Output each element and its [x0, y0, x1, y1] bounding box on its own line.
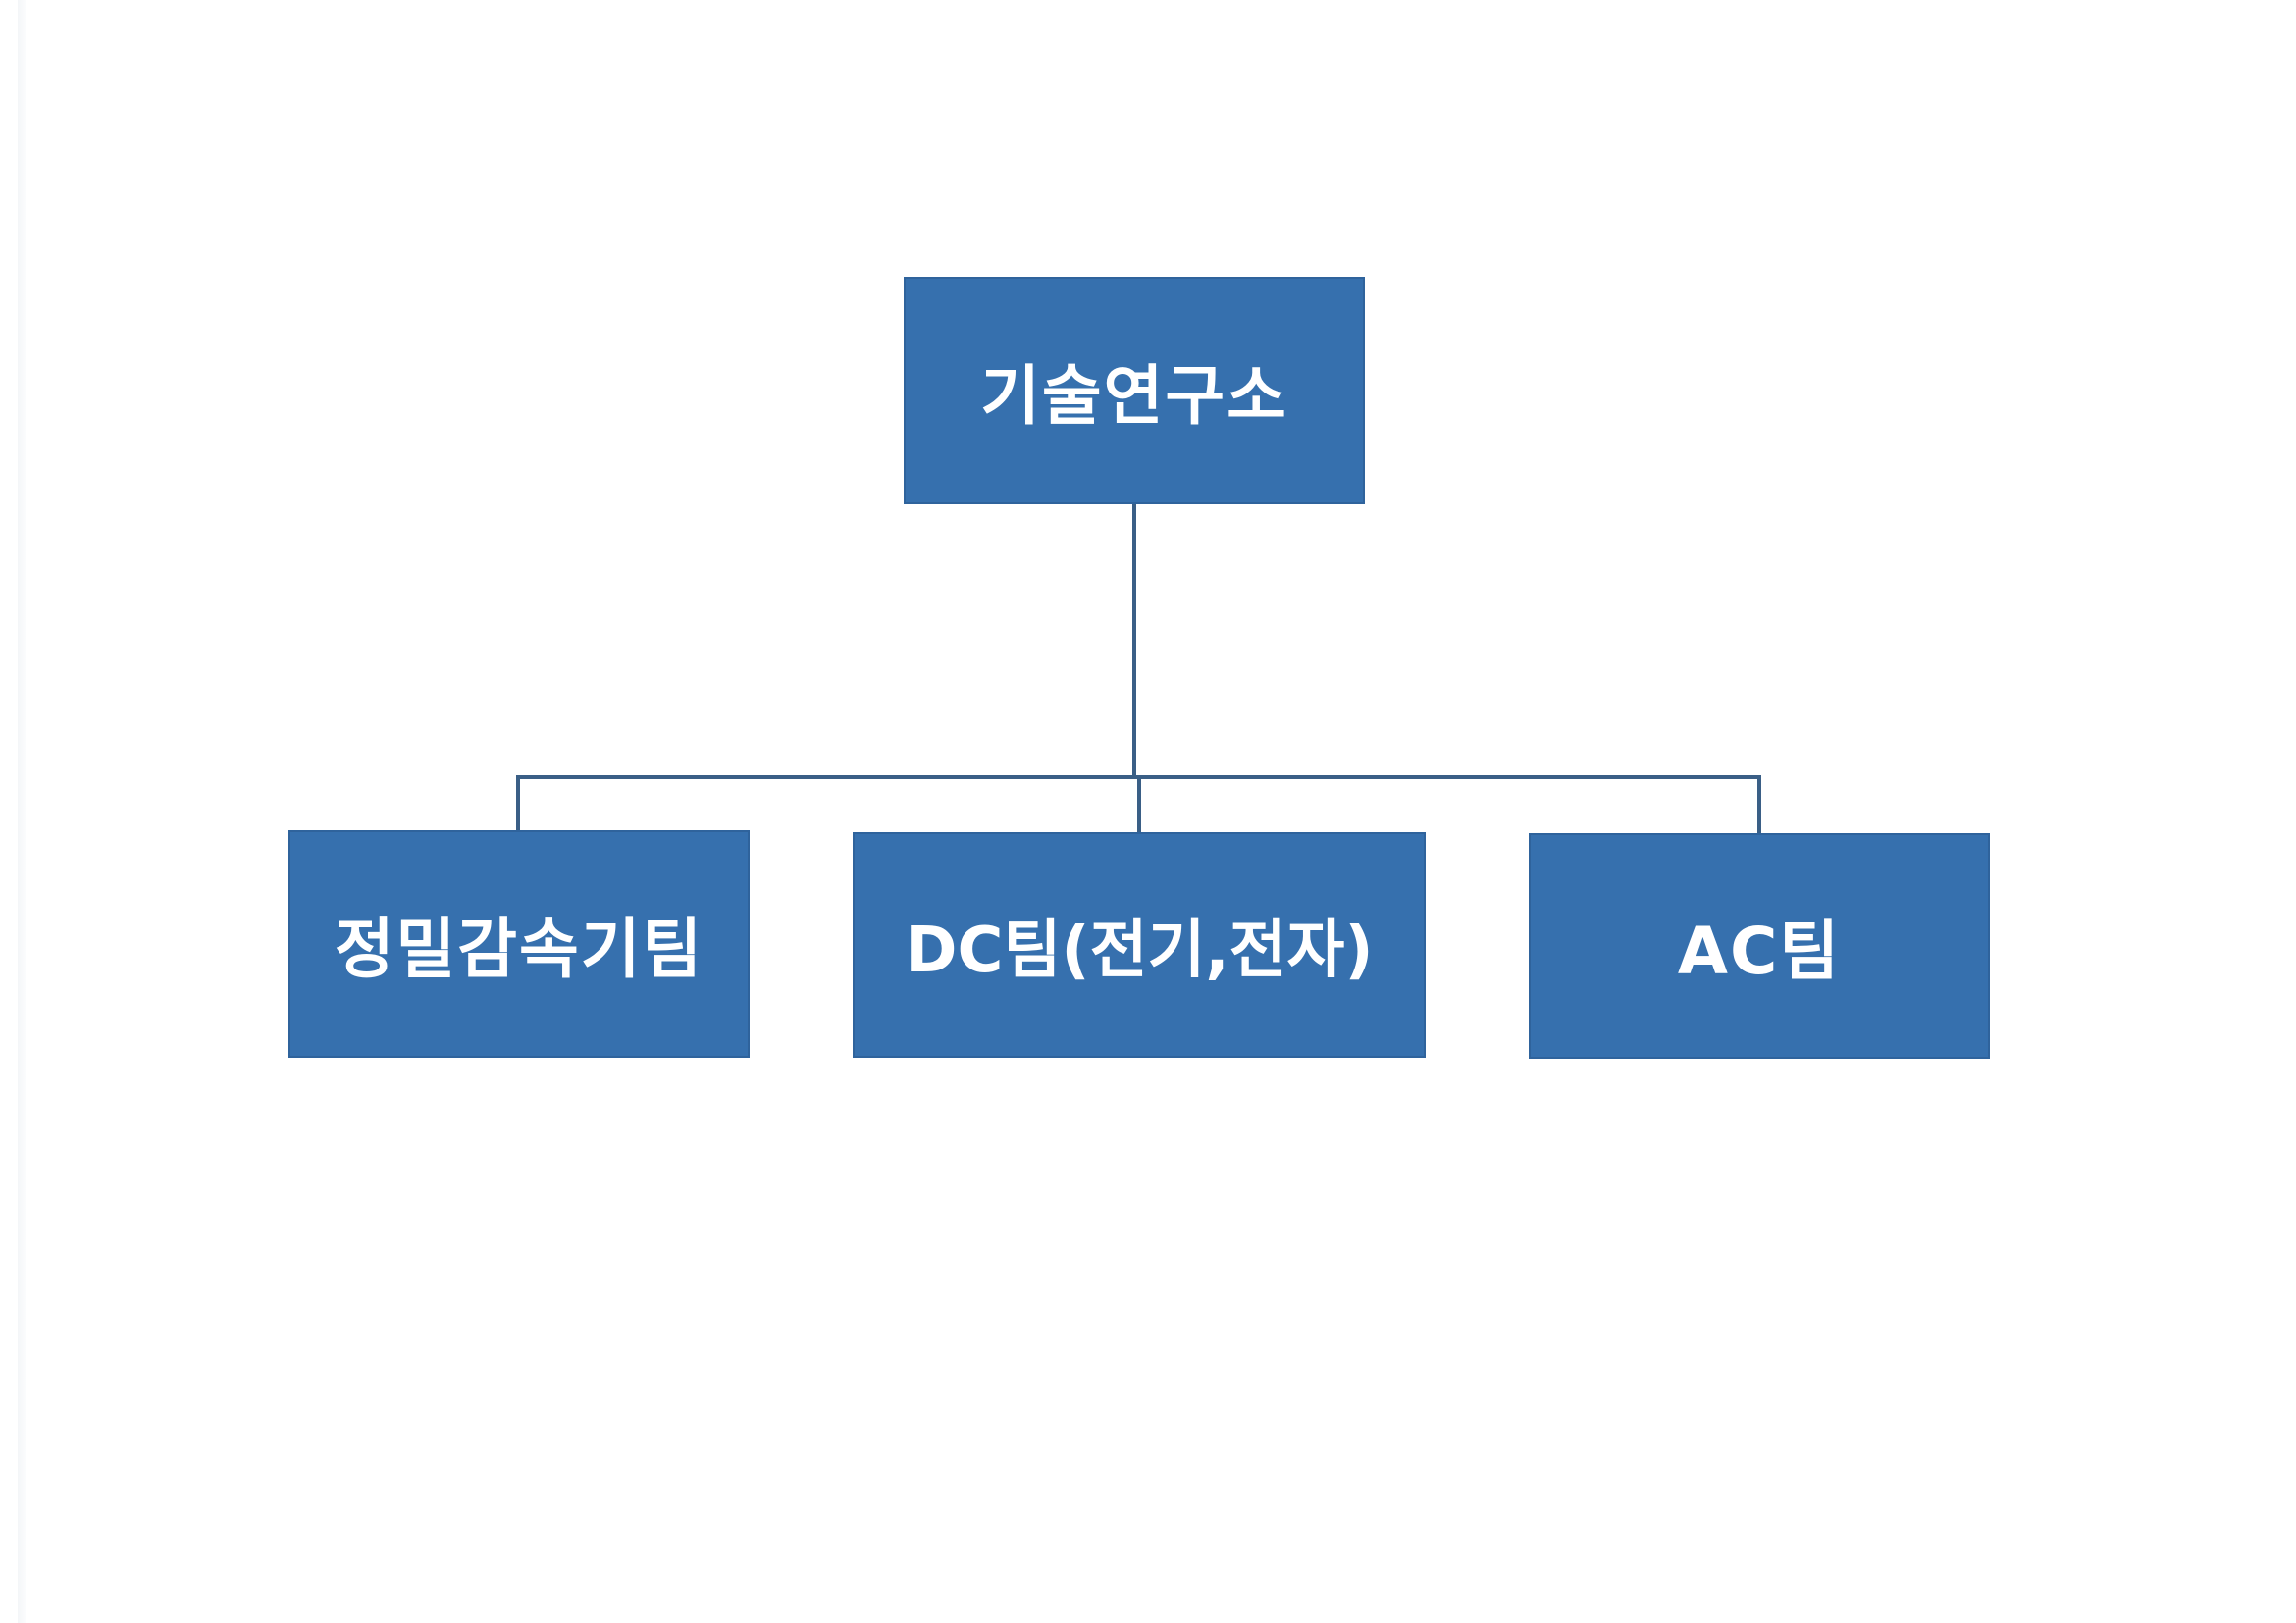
org-node-research-institute: 기술연구소: [904, 277, 1365, 504]
org-node-label: DC팀(전기,전자): [905, 915, 1374, 987]
org-node-dc-team: DC팀(전기,전자): [853, 832, 1426, 1058]
org-node-label: 기술연구소: [980, 358, 1288, 434]
org-node-label: 정밀감속기팀: [334, 912, 704, 987]
org-node-ac-team: AC팀: [1529, 833, 1990, 1059]
scan-edge: [18, 0, 26, 1623]
org-node-precision-reducer-team: 정밀감속기팀: [288, 830, 750, 1058]
org-node-label: AC팀: [1677, 914, 1842, 989]
